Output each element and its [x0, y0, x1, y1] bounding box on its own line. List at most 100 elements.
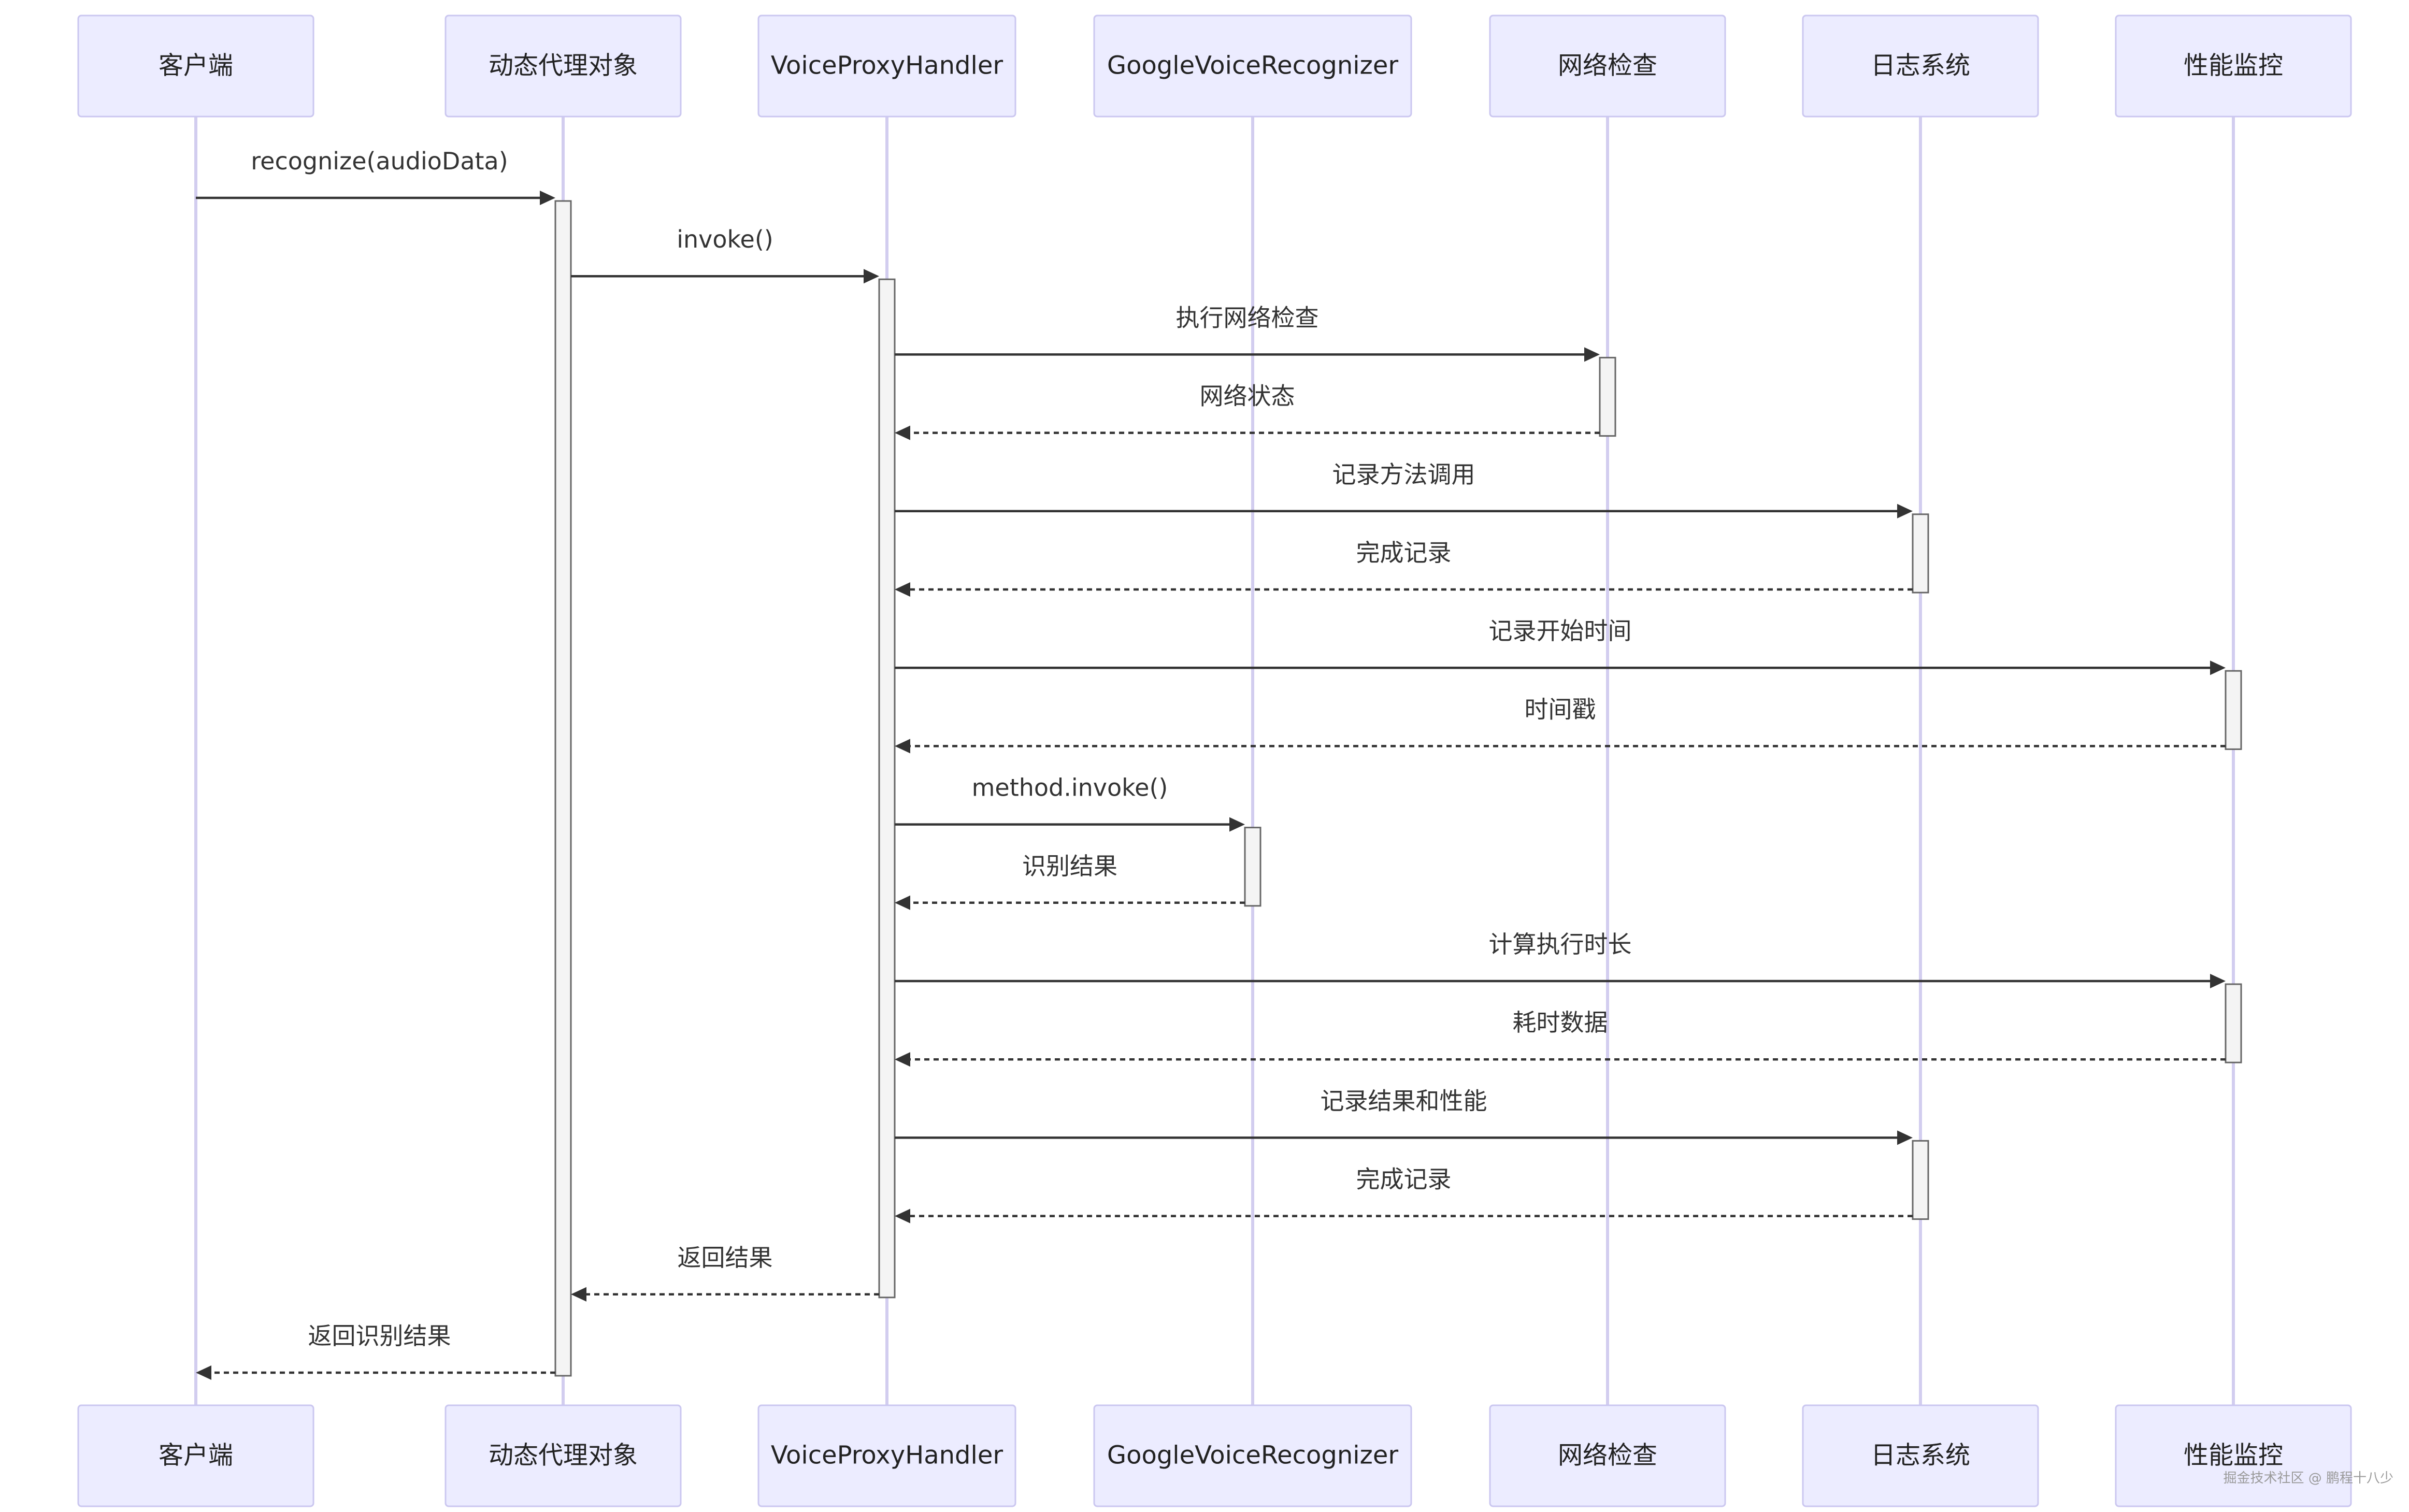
activation-bar-perf — [2225, 670, 2242, 750]
participant-label: 动态代理对象 — [489, 51, 638, 80]
participant-label: VoiceProxyHandler — [771, 51, 1003, 80]
arrow-head-icon — [540, 191, 555, 205]
arrow-head-icon — [196, 1365, 211, 1380]
messages-layer: recognize(audioData) invoke() 执行网络检查网络状态记录… — [196, 147, 2226, 1380]
participant-handler-top: VoiceProxyHandler — [757, 15, 1016, 118]
message-15: 返回识别结果 — [196, 1322, 555, 1380]
message-14: 返回结果 — [571, 1244, 879, 1302]
message-label: 记录开始时间 — [1489, 617, 1632, 645]
message-label: 返回识别结果 — [308, 1322, 451, 1350]
message-1: invoke() — [571, 225, 879, 284]
message-9: 识别结果 — [895, 852, 1245, 910]
message-0: recognize(audioData) — [196, 147, 555, 205]
activation-bar-proxy — [554, 200, 572, 1377]
message-label: 耗时数据 — [1513, 1009, 1608, 1036]
message-label: recognize(audioData) — [251, 147, 508, 175]
participant-box — [1489, 15, 1726, 118]
arrow-head-icon — [895, 582, 910, 597]
participant-box — [1802, 15, 2039, 118]
participant-network-top: 网络检查 — [1489, 15, 1726, 118]
participant-label: 客户端 — [159, 51, 233, 80]
watermark-text: 掘金技术社区 @ 鹏程十八少 — [2223, 1471, 2393, 1486]
participant-label: 网络检查 — [1558, 1441, 1657, 1470]
participant-client-bottom: 客户端 — [77, 1404, 314, 1507]
participant-box — [444, 15, 682, 118]
activation-bar-handler — [878, 278, 896, 1299]
arrow-head-icon — [571, 1287, 586, 1302]
participant-box — [77, 15, 314, 118]
message-5: 完成记录 — [895, 539, 1913, 597]
arrow-head-icon — [1897, 1130, 1913, 1145]
participant-box — [77, 1404, 314, 1507]
participant-box — [2115, 15, 2352, 118]
participant-proxy-top: 动态代理对象 — [444, 15, 682, 118]
arrow-head-icon — [895, 1052, 910, 1067]
participant-box — [1093, 1404, 1412, 1507]
participant-label: 日志系统 — [1871, 51, 1970, 80]
message-label: 识别结果 — [1022, 852, 1117, 880]
message-label: method.invoke() — [972, 774, 1168, 802]
participant-box — [1802, 1404, 2039, 1507]
arrow-head-icon — [1229, 817, 1245, 832]
message-label: 时间戳 — [1525, 695, 1596, 723]
message-3: 网络状态 — [895, 382, 1600, 440]
participant-proxy-bottom: 动态代理对象 — [444, 1404, 682, 1507]
participant-log-top: 日志系统 — [1802, 15, 2039, 118]
arrow-head-icon — [895, 739, 910, 754]
participant-label: 客户端 — [159, 1441, 233, 1470]
arrow-head-icon — [864, 269, 879, 284]
activation-bar-perf — [2225, 983, 2242, 1063]
participant-perf-top: 性能监控 — [2115, 15, 2352, 118]
activation-bar-log — [1912, 513, 1929, 594]
participant-log-bottom: 日志系统 — [1802, 1404, 2039, 1507]
participant-label: GoogleVoiceRecognizer — [1107, 51, 1398, 80]
message-6: 记录开始时间 — [895, 617, 2226, 675]
participant-label: 日志系统 — [1871, 1441, 1970, 1470]
participant-box — [2115, 1404, 2352, 1507]
message-12: 记录结果和性能 — [895, 1087, 1913, 1145]
message-label: 记录结果和性能 — [1321, 1087, 1487, 1115]
arrow-head-icon — [2210, 974, 2226, 988]
participant-label: GoogleVoiceRecognizer — [1107, 1441, 1398, 1470]
message-label: 返回结果 — [678, 1244, 773, 1272]
participant-handler-bottom: VoiceProxyHandler — [757, 1404, 1016, 1507]
message-4: 记录方法调用 — [895, 460, 1913, 519]
participant-network-bottom: 网络检查 — [1489, 1404, 1726, 1507]
message-label: 执行网络检查 — [1176, 304, 1319, 332]
message-8: method.invoke() — [895, 774, 1245, 832]
message-label: 计算执行时长 — [1489, 930, 1632, 958]
participant-box — [444, 1404, 682, 1507]
participant-label: 性能监控 — [2184, 1441, 2283, 1470]
message-13: 完成记录 — [895, 1165, 1913, 1223]
participant-label: 动态代理对象 — [489, 1441, 638, 1470]
message-label: 完成记录 — [1356, 1165, 1452, 1193]
arrow-head-icon — [2210, 660, 2226, 675]
arrow-head-icon — [1897, 503, 1913, 519]
participant-client-top: 客户端 — [77, 15, 314, 118]
arrow-head-icon — [895, 895, 910, 910]
activations-layer — [554, 200, 2242, 1377]
message-label: invoke() — [677, 225, 773, 253]
arrow-head-icon — [895, 425, 910, 440]
arrow-head-icon — [895, 1208, 910, 1223]
activation-bar-google — [1244, 827, 1261, 907]
arrow-head-icon — [1584, 347, 1600, 362]
activation-bar-log — [1912, 1140, 1929, 1220]
participant-box — [1489, 1404, 1726, 1507]
message-2: 执行网络检查 — [895, 304, 1600, 362]
participants-layer: 客户端客户端动态代理对象动态代理对象VoiceProxyHandlerVoice… — [77, 15, 2352, 1507]
participant-box — [757, 15, 1016, 118]
message-7: 时间戳 — [895, 695, 2226, 754]
participant-perf-bottom: 性能监控 — [2115, 1404, 2352, 1507]
message-10: 计算执行时长 — [895, 930, 2226, 988]
message-label: 完成记录 — [1356, 539, 1452, 567]
participant-google-top: GoogleVoiceRecognizer — [1093, 15, 1412, 118]
participant-box — [757, 1404, 1016, 1507]
message-label: 网络状态 — [1200, 382, 1295, 410]
participant-google-bottom: GoogleVoiceRecognizer — [1093, 1404, 1412, 1507]
message-11: 耗时数据 — [895, 1009, 2226, 1067]
participant-label: 网络检查 — [1558, 51, 1657, 80]
participant-label: VoiceProxyHandler — [771, 1441, 1003, 1470]
message-label: 记录方法调用 — [1332, 460, 1475, 488]
